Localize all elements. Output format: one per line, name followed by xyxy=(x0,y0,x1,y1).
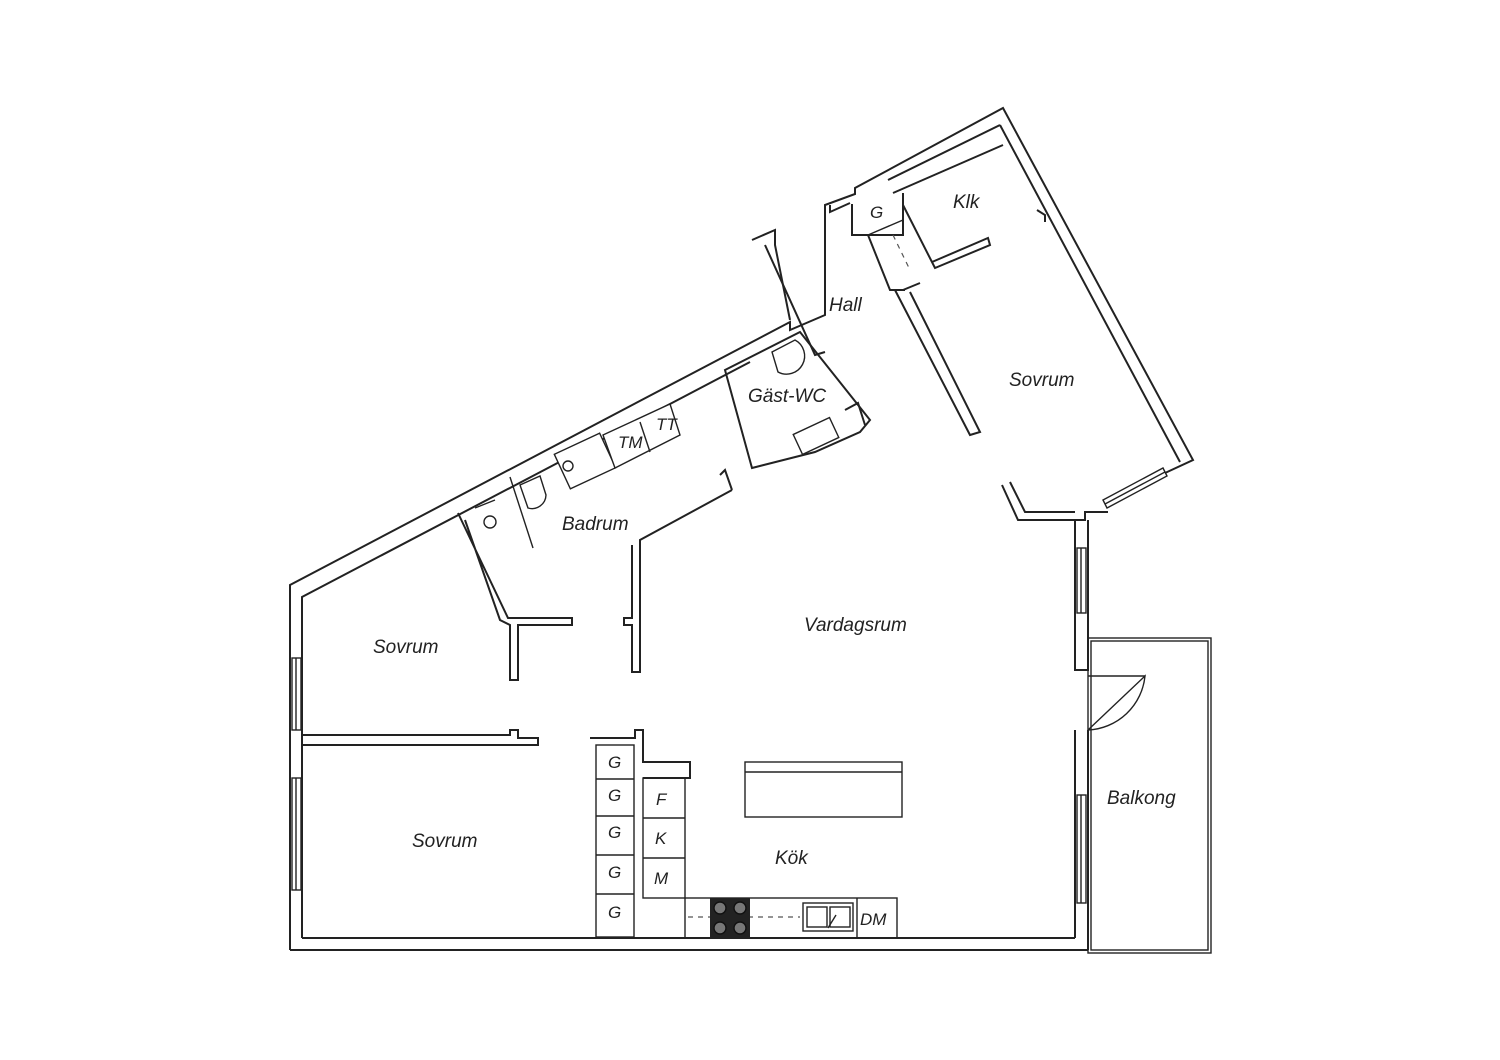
appliance-label-f: F xyxy=(656,790,668,809)
guest-sink-icon xyxy=(792,416,840,456)
wardrobe-label: G xyxy=(608,903,621,922)
kitchen-fixtures xyxy=(590,729,903,939)
appliance-label-dm: DM xyxy=(860,910,887,929)
interior-walls xyxy=(302,193,992,746)
room-label-badrum: Badrum xyxy=(562,514,629,535)
appliance-label-k: K xyxy=(655,829,667,848)
wardrobe-label: G xyxy=(608,786,621,805)
guest-toilet-icon xyxy=(771,339,806,375)
appliance-label-tm: TM xyxy=(618,433,643,452)
stove-icon xyxy=(710,898,750,938)
room-label-sovrum-sw: Sovrum xyxy=(412,831,477,852)
wardrobe-label: G xyxy=(608,823,621,842)
exterior-walls xyxy=(289,106,1195,951)
shower-icon xyxy=(483,515,497,529)
sink-icon xyxy=(553,432,617,490)
room-label-gast-wc: Gäst-WC xyxy=(748,386,826,407)
windows xyxy=(291,467,1168,904)
east-walls xyxy=(1001,481,1108,950)
balcony-door xyxy=(1087,674,1146,731)
kitchen-sink-icon xyxy=(802,902,854,932)
bathroom-fixtures xyxy=(474,403,681,549)
toilet-icon xyxy=(519,475,547,510)
appliance-label-m: M xyxy=(654,869,669,888)
wardrobe-label: G xyxy=(608,753,621,772)
room-label-hall: Hall xyxy=(829,295,863,316)
room-label-vardagsrum: Vardagsrum xyxy=(804,615,907,636)
appliance-label-tt: TT xyxy=(656,415,678,434)
room-label-kok: Kök xyxy=(775,848,809,869)
washing-machine-icon xyxy=(602,403,681,469)
room-label-klk: Klk xyxy=(953,192,981,213)
guest-wc-fixtures xyxy=(771,339,866,456)
balcony-outline xyxy=(1087,637,1212,954)
room-label-balkong: Balkong xyxy=(1107,788,1176,809)
room-label-sovrum-ne: Sovrum xyxy=(1009,370,1074,391)
room-label-sovrum-w: Sovrum xyxy=(373,637,438,658)
wardrobe-label: G xyxy=(608,863,621,882)
wardrobe-label-hall: G xyxy=(870,203,883,222)
